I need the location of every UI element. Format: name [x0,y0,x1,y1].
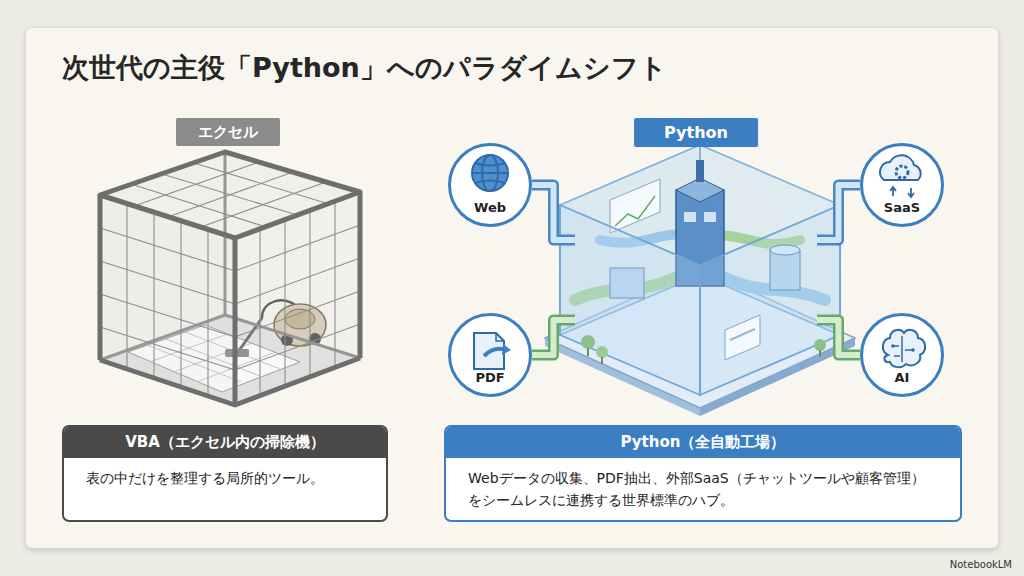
pipe-core [532,185,575,240]
source-circle: PDF [448,313,532,397]
pipe-outline [817,320,860,355]
pipe-connector [532,320,575,355]
slide-title: 次世代の主役「Python」へのパラダイムシフト [62,50,667,86]
circle-label: AI [863,370,941,385]
factory-hub: Python [575,118,817,400]
source-icons [449,144,943,396]
panel-heading: VBA（エクセル内の掃除機） [64,427,386,458]
pipe-outline [532,185,575,240]
source-circle: Web [448,143,532,227]
pipe-connector [817,185,860,240]
watermark: NotebookLM [950,559,1012,570]
description-panel: Python（全自動工場）Webデータの収集、PDF抽出、外部SaaS（チャット… [444,425,962,522]
pipe-connector [817,320,860,355]
pipe-outline [532,320,575,355]
description-panel: VBA（エクセル内の掃除機）表の中だけを整理する局所的ツール。 [62,425,388,522]
pipe-core [817,185,860,240]
pipe-core [817,320,860,355]
source-circle: AI [860,313,944,397]
panel-body: Webデータの収集、PDF抽出、外部SaaS（チャットツールや顧客管理）をシーム… [446,458,960,520]
cage-illustration [100,152,360,405]
circle-label: SaaS [863,200,941,215]
tag-label: エクセル [198,123,258,141]
panel-body: 表の中だけを整理する局所的ツール。 [64,458,386,498]
pipe-core [532,320,575,355]
source-circle: SaaS [860,143,944,227]
circle-label: PDF [451,370,529,385]
panel-heading: Python（全自動工場） [446,427,960,458]
section-tag: エクセル [176,118,280,146]
pipe-outline [817,185,860,240]
factory-illustration [545,145,855,416]
pipe-connector [532,185,575,240]
hub-label: Python [634,118,758,147]
circle-label: Web [451,200,529,215]
